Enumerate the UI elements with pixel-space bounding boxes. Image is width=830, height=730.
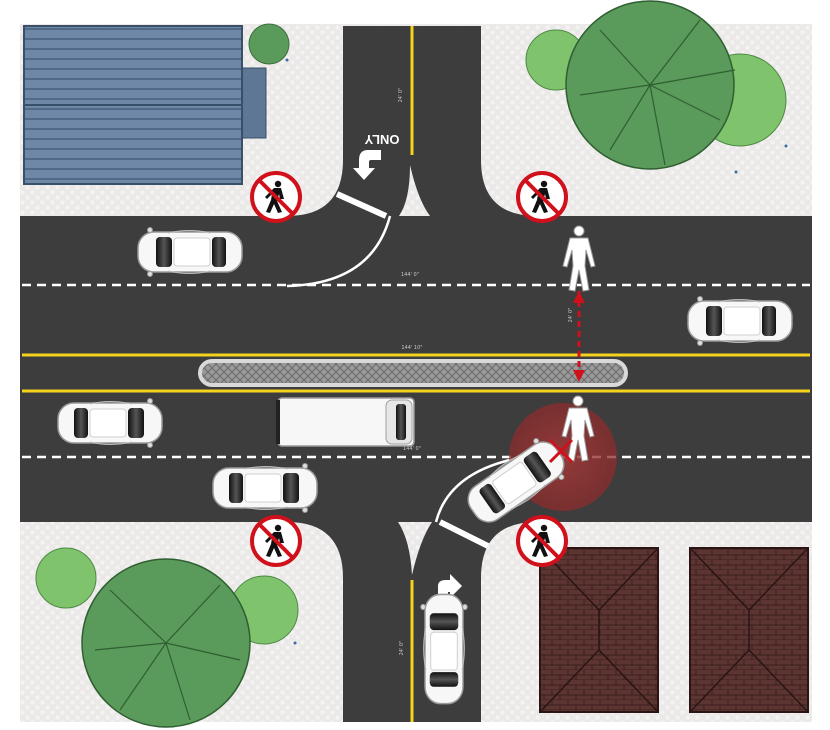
right-turn-arrow [438,574,462,600]
no-pedestrian-sign-sw [250,515,302,567]
dim-median: 144' 10" [401,345,422,351]
dim-lower-lanes: 144' 0" [403,446,421,452]
crossing-path [573,291,585,382]
turn-only-marking: ONLY [353,132,399,180]
only-road-text: ONLY [364,132,399,147]
car-northbound [419,593,469,705]
lane-markings [22,26,810,722]
car-eastbound-lower [212,462,318,514]
dim-crossing: 24' 0" [568,308,574,323]
car-westbound-right [687,295,793,347]
house-blue-roof [23,25,267,185]
dim-north-approach: 24' 0" [398,88,404,103]
house-brown-roof-right [689,547,809,713]
car-eastbound-left [57,397,163,449]
no-pedestrian-sign-se [516,515,568,567]
median-island [198,359,628,387]
car-westbound-top [137,226,243,278]
dim-south-approach: 24' 0" [399,641,405,656]
dim-upper-lanes: 144' 0" [401,272,419,278]
survey-markers [285,58,788,645]
house-brown-roof-left [539,547,659,713]
tree-cluster-ne [525,0,787,170]
conflict-x-marker [548,438,574,464]
tree-small-nw [248,23,290,65]
no-pedestrian-sign-nw [250,171,302,223]
van-eastbound [276,397,415,447]
no-pedestrian-sign-ne [516,171,568,223]
tree-cluster-sw [35,547,299,728]
